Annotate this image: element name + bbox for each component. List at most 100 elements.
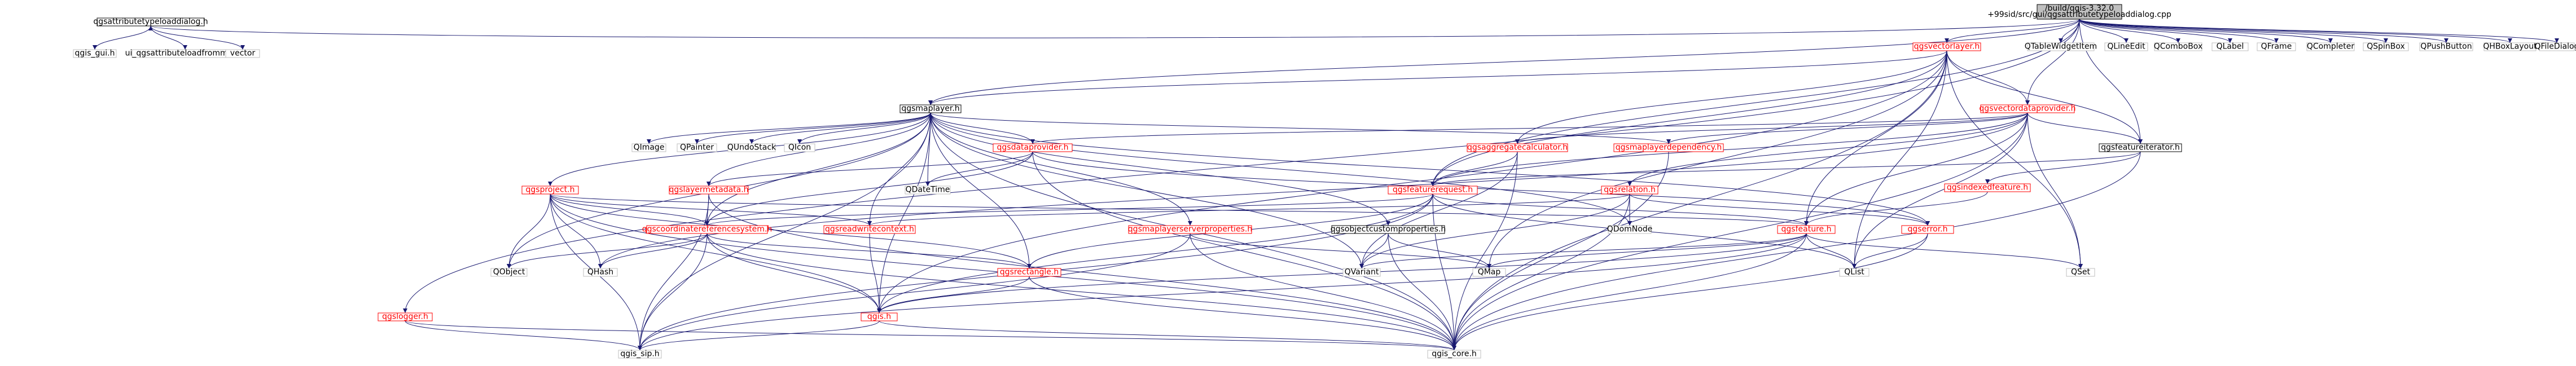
graph-node-vectorlayer[interactable]: qgsvectorlayer.h (1912, 42, 1981, 51)
node-box (2104, 42, 2148, 51)
node-box (631, 143, 666, 152)
graph-node-aggregatecalculator[interactable]: qgsaggregatecalculator.h (1467, 143, 1568, 152)
graph-node-vectordataprovider[interactable]: qgsvectordataprovider.h (1979, 104, 2076, 113)
node-label: QDateTime (906, 186, 950, 195)
graph-node-qcombobox: QComboBox (2154, 42, 2202, 51)
node-label: qgsproject.h (526, 186, 575, 195)
node-label: QLineEdit (2107, 42, 2145, 51)
include-edge (705, 193, 1433, 226)
node-label: qgsvectorlayer.h (1914, 42, 1980, 51)
node-label: QDomNode (1607, 225, 1653, 234)
include-edge (1804, 50, 1947, 226)
include-edge (405, 320, 1456, 351)
include-edge (550, 193, 709, 226)
node-box (1901, 225, 1954, 234)
include-edge (749, 112, 931, 144)
graph-node-indexedfeature[interactable]: qgsindexedfeature.h (1944, 183, 2031, 192)
node-label: qgis_core.h (1432, 350, 1477, 359)
node-box (646, 225, 768, 234)
node-label: qgsdataprovider.h (997, 143, 1069, 152)
node-box (2539, 42, 2575, 51)
graph-node-maplayerserverproperties[interactable]: qgsmaplayerserverproperties.h (1128, 225, 1252, 234)
graph-node-qvariant: QVariant (1342, 268, 1381, 277)
include-edge (550, 193, 603, 269)
node-box (997, 268, 1061, 277)
node-box (1608, 225, 1652, 234)
graph-node-objectcustomproperties[interactable]: qgsobjectcustomproperties.h (1331, 225, 1446, 234)
include-edge (1029, 276, 1456, 351)
include-edge (598, 112, 2028, 269)
include-edge (1804, 112, 2028, 226)
node-label: qgsrelation.h (1604, 186, 1656, 195)
include-edge (930, 112, 1930, 226)
node-box (905, 186, 951, 195)
include-edge (1190, 233, 1491, 269)
include-edge (879, 320, 1456, 351)
graph-node-qpushbutton: QPushButton (2419, 42, 2473, 51)
node-label: QUndoStack (727, 143, 776, 152)
graph-node-root[interactable]: /build/qgis-3.32.0+99sid/src/gui/qgsattr… (1987, 4, 2171, 20)
node-label: QFrame (2261, 42, 2292, 51)
node-label: qgsaggregatecalculator.h (1467, 143, 1568, 152)
node-label: qgsfeature.h (1781, 225, 1832, 234)
graph-node-dataprovider[interactable]: qgsdataprovider.h (993, 143, 1073, 152)
include-edge (507, 193, 551, 269)
include-edge (1430, 19, 2080, 187)
node-label: QCompleter (2307, 42, 2354, 51)
graph-node-atld-h[interactable]: qgsattributetypeloaddialog.h (93, 17, 208, 27)
graph-node-readwritecontext[interactable]: qgsreadwritecontext.h (823, 225, 916, 234)
node-label: qgsrectangle.h (1000, 268, 1059, 277)
include-edge (1806, 233, 2083, 269)
node-label: qgsfeaturerequest.h (1393, 186, 1473, 195)
include-edge (1430, 151, 1518, 187)
graph-node-qframe: QFrame (2257, 42, 2296, 51)
graph-node-qgis-gui: qgis_gui.h (73, 49, 117, 58)
graph-node-rectangle[interactable]: qgsrectangle.h (997, 268, 1061, 277)
graph-node-relation[interactable]: qgsrelation.h (1601, 186, 1658, 195)
node-box (993, 143, 1073, 152)
graph-node-layermetadata[interactable]: qgslayermetadata.h (669, 186, 749, 195)
graph-node-crs[interactable]: qgscoordinatereferencesystem.h (642, 225, 773, 234)
include-edge (1452, 151, 2141, 351)
node-box (823, 225, 916, 234)
include-edge (2027, 112, 2083, 269)
include-edge (869, 233, 881, 314)
node-label: +99sid/src/gui/qgsattributetypeloaddialo… (1987, 10, 2171, 19)
include-edge (405, 320, 642, 351)
graph-node-qcompleter: QCompleter (2306, 42, 2355, 51)
include-edge (1946, 50, 2083, 269)
graph-node-featureiterator[interactable]: qgsfeatureiterator.h (2099, 143, 2182, 152)
node-box (583, 268, 618, 277)
graph-node-maplayerdependency[interactable]: qgsmaplayerdependency.h (1613, 143, 1724, 152)
node-label: QFileDialog (2534, 42, 2576, 51)
include-edge (638, 233, 1807, 351)
graph-node-qgis[interactable]: qgis.h (861, 312, 898, 321)
node-box (378, 312, 433, 321)
include-edge (1359, 151, 1518, 269)
include-edge (930, 112, 1192, 226)
include-edge (1030, 112, 2028, 144)
graph-node-project[interactable]: qgsproject.h (521, 186, 579, 195)
node-label: QLabel (2217, 42, 2244, 51)
node-label: QImage (634, 143, 665, 152)
nodes-layer: /build/qgis-3.32.0+99sid/src/gui/qgsattr… (73, 4, 2576, 359)
graph-node-featurerequest[interactable]: qgsfeaturerequest.h (1388, 186, 1478, 195)
include-edge (638, 233, 1191, 351)
include-edge (2079, 19, 2232, 43)
include-edge (1430, 112, 2028, 187)
include-edge (877, 193, 1433, 314)
include-edge (930, 112, 1364, 269)
graph-node-error[interactable]: qgserror.h (1901, 225, 1954, 234)
node-label: qgis_gui.h (75, 49, 115, 58)
include-edge (1852, 50, 1947, 269)
node-label: QMap (1478, 268, 1501, 277)
include-edge (877, 276, 1030, 314)
node-label: qgslogger.h (382, 312, 428, 321)
graph-node-maplayer[interactable]: qgsmaplayer.h (899, 104, 962, 113)
include-edge (550, 193, 1809, 226)
graph-node-feature[interactable]: qgsfeature.h (1777, 225, 1836, 234)
graph-node-logger[interactable]: qgslogger.h (378, 312, 433, 321)
include-edge (706, 233, 881, 314)
include-edge (2025, 19, 2080, 105)
node-box (2306, 42, 2355, 51)
